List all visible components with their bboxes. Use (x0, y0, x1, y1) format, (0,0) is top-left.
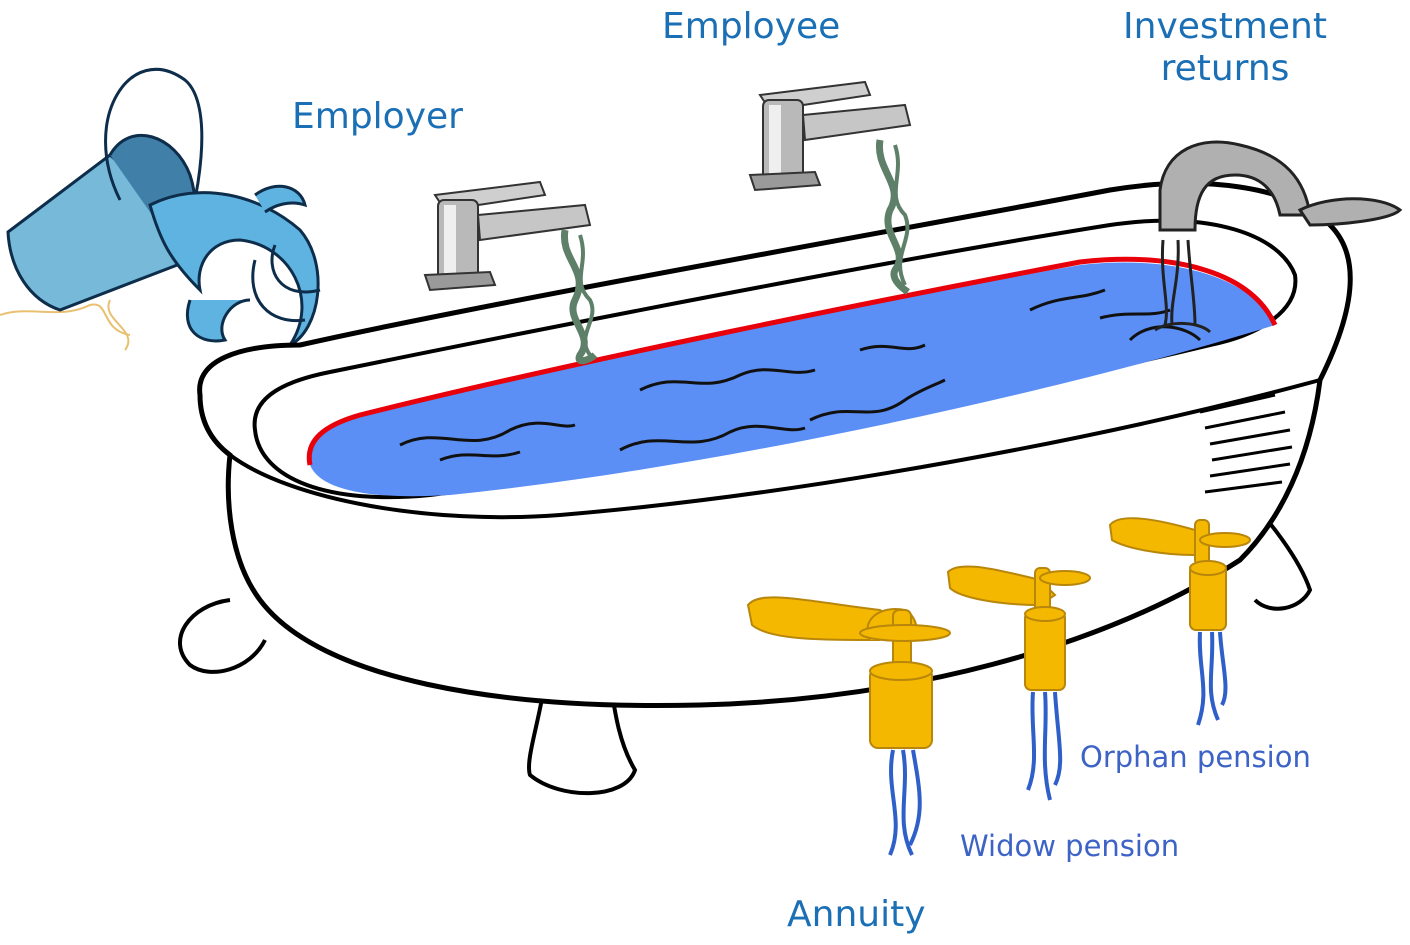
pouring-bucket-icon (0, 67, 321, 351)
employee-label: Employee (662, 6, 841, 47)
returns-tap-icon (1154, 140, 1403, 334)
employer-tap-icon (423, 180, 598, 365)
investment-returns-line2: returns (1160, 48, 1290, 89)
annuity-label: Annuity (787, 894, 926, 935)
employee-tap-icon (748, 80, 912, 295)
annuity-tap-icon (746, 596, 951, 856)
widow-pension-tap-icon (946, 565, 1091, 801)
orphan-pension-tap-icon (1108, 517, 1251, 726)
employer-label: Employer (292, 96, 463, 137)
widow-pension-label: Widow pension (960, 829, 1180, 863)
orphan-pension-label: Orphan pension (1080, 740, 1311, 774)
investment-returns-label: Investment returns (1100, 6, 1350, 90)
investment-returns-line1: Investment (1123, 6, 1327, 47)
